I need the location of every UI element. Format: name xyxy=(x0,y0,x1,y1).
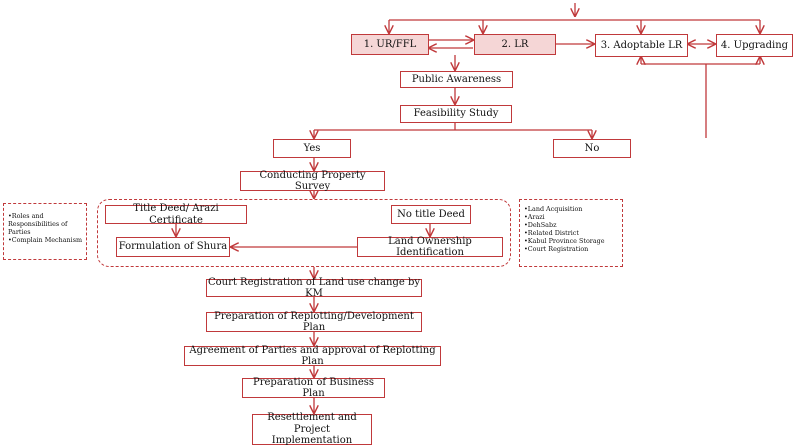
no-box: No xyxy=(553,139,631,158)
feasibility-study-box: Feasibility Study xyxy=(400,105,512,123)
left-note-box xyxy=(3,203,87,260)
right-note-item: •Land Acquisition xyxy=(524,205,583,213)
title-deed-box: Title Deed/ Arazi Certificate xyxy=(105,203,247,226)
adoptable-lr-box: 3. Adoptable LR xyxy=(595,34,688,57)
ownership-group-dashed xyxy=(97,199,511,267)
left-note-item: Responsibilities of xyxy=(8,220,68,228)
right-note-item: •Court Registration xyxy=(524,245,589,253)
resettlement-line-2: Implementation xyxy=(271,435,353,447)
no-title-deed-box: No title Deed xyxy=(391,205,471,224)
court-registration-box: Court Registration of Land use change by… xyxy=(206,276,422,299)
yes-box: Yes xyxy=(273,139,351,158)
public-awareness-box: Public Awareness xyxy=(400,71,513,88)
lr-box: 2. LR xyxy=(474,34,556,55)
right-note-list: •Land Acquisition •Arazi •DehSabz •Relat… xyxy=(524,205,605,253)
left-note-list: •Roles and Responsibilities of Parties •… xyxy=(8,212,82,244)
upgrading-box: 4. Upgrading xyxy=(716,34,793,57)
left-note-item: •Roles and xyxy=(8,212,44,220)
right-note-item: •Related District xyxy=(524,229,579,237)
left-note-item: •Complain Mechanism xyxy=(8,236,83,244)
formulation-shura-box: Formulation of Shura xyxy=(116,237,230,257)
resettlement-box: Resettlement and Project Implementation xyxy=(252,412,372,447)
resettlement-line-1: Resettlement and Project xyxy=(267,412,357,435)
right-note-item: •DehSabz xyxy=(524,221,557,229)
business-plan-box: Preparation of Business Plan xyxy=(242,377,385,399)
left-note-item: Parties xyxy=(8,228,31,236)
ur-ffl-box: 1. UR/FFL xyxy=(351,34,429,55)
right-note-item: •Arazi xyxy=(524,213,545,221)
agreement-box: Agreement of Parties and approval of Rep… xyxy=(184,345,441,367)
right-note-box xyxy=(519,199,623,267)
replotting-plan-box: Preparation of Replotting/Development Pl… xyxy=(206,311,422,333)
land-ownership-box: Land Ownership Identification xyxy=(357,236,503,258)
right-note-item: •Kabul Province Storage xyxy=(524,237,605,245)
property-survey-box: Conducting Property Survey xyxy=(240,170,385,192)
